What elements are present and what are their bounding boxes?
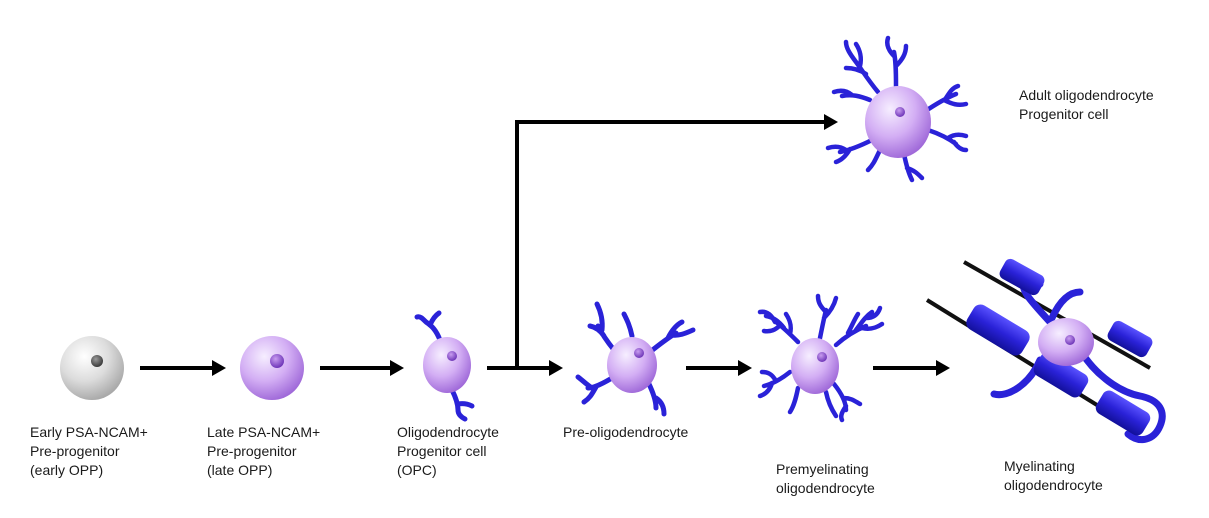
grey-round-cell-icon: [60, 336, 124, 400]
myelin-sheath: [966, 304, 1151, 436]
label-opc: Oligodendrocyte Progenitor cell (OPC): [397, 424, 499, 478]
label-early-opp: Early PSA-NCAM+ Pre-progenitor (early OP…: [30, 424, 148, 478]
adult-progenitor-cell-icon: [825, 35, 969, 183]
myelin-sheath: [999, 258, 1153, 358]
label-pre-oligodendrocyte: Pre-oligodendrocyte: [563, 424, 689, 440]
label-late-opp: Late PSA-NCAM+ Pre-progenitor (late OPP): [207, 424, 321, 478]
bipolar-cell-icon: [414, 310, 475, 422]
purple-round-cell-icon: [240, 336, 304, 400]
label-myelinating: Myelinating oligodendrocyte: [1004, 458, 1103, 493]
myelinating-cell-icon: [925, 258, 1166, 444]
highly-branched-cell-icon: [757, 293, 885, 423]
label-premyelinating: Premyelinating oligodendrocyte: [776, 461, 875, 496]
branched-cell-icon: [575, 301, 696, 417]
arrow-opc-to-adult-opc: [515, 120, 826, 368]
label-adult-opc: Adult oligodendrocyte Progenitor cell: [1019, 87, 1154, 122]
arrows: [140, 114, 950, 376]
